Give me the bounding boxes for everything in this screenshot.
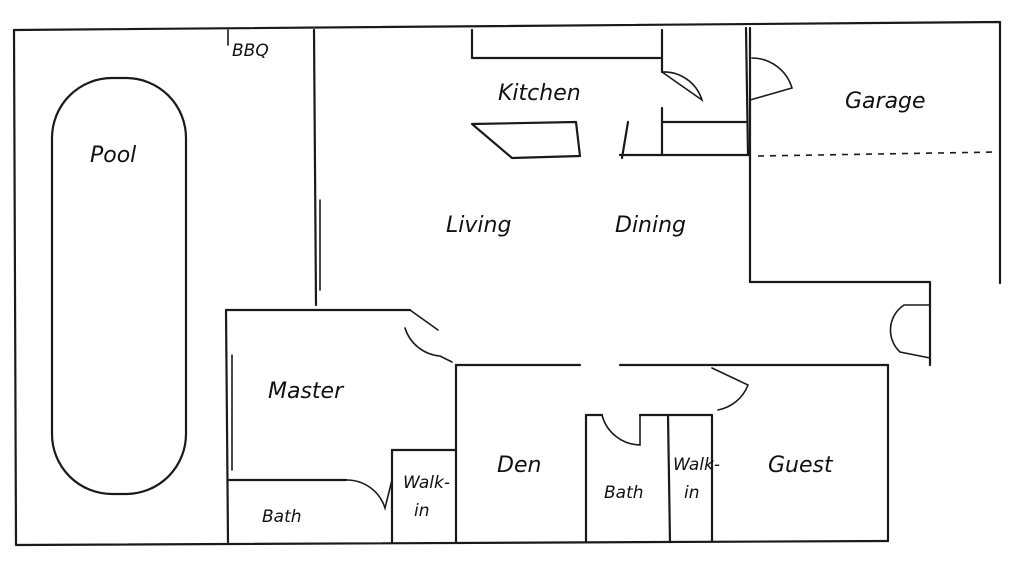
room-labels: Pool BBQ Kitchen Garage Living Dining Ma… [90, 41, 926, 527]
guest-label: Guest [768, 453, 834, 478]
pool-label: Pool [90, 143, 136, 168]
interior-walls [224, 26, 999, 544]
den-label: Den [497, 453, 541, 478]
hall-bath-label: Bath [604, 483, 644, 503]
living-label: Living [446, 213, 511, 238]
bbq-label: BBQ [232, 41, 269, 61]
master-walkin-label-2: in [414, 501, 430, 521]
outer-walls [12, 20, 1002, 547]
garage-label: Garage [845, 89, 926, 114]
guest-walkin-label-2: in [684, 483, 700, 503]
guest-walkin-label-1: Walk- [673, 455, 720, 475]
kitchen-label: Kitchen [498, 81, 581, 106]
master-walkin-label-1: Walk- [403, 473, 450, 493]
master-label: Master [268, 379, 345, 404]
doors [345, 57, 931, 511]
master-bath-label: Bath [262, 507, 302, 527]
pool-shape [50, 76, 188, 496]
dining-label: Dining [615, 213, 686, 238]
